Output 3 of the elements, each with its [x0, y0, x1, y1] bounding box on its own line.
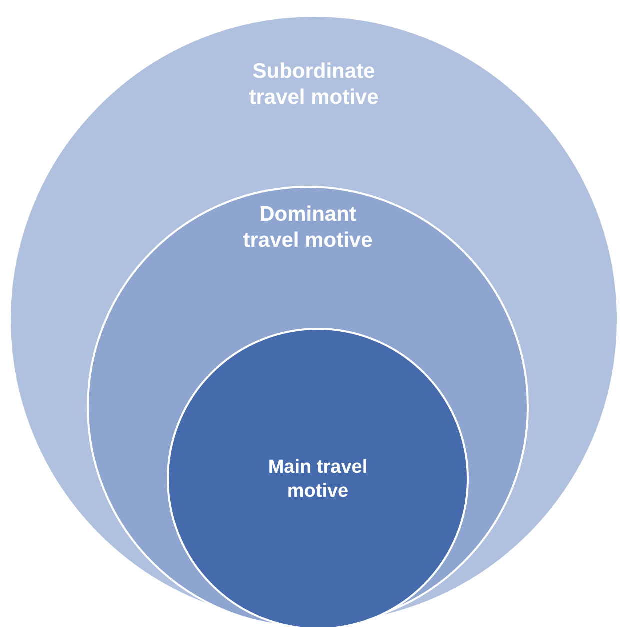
- circle-label: Subordinate travel motive: [248, 59, 380, 112]
- circle-label: Main travel motive: [267, 456, 369, 504]
- circle-label: Dominant travel motive: [243, 202, 373, 254]
